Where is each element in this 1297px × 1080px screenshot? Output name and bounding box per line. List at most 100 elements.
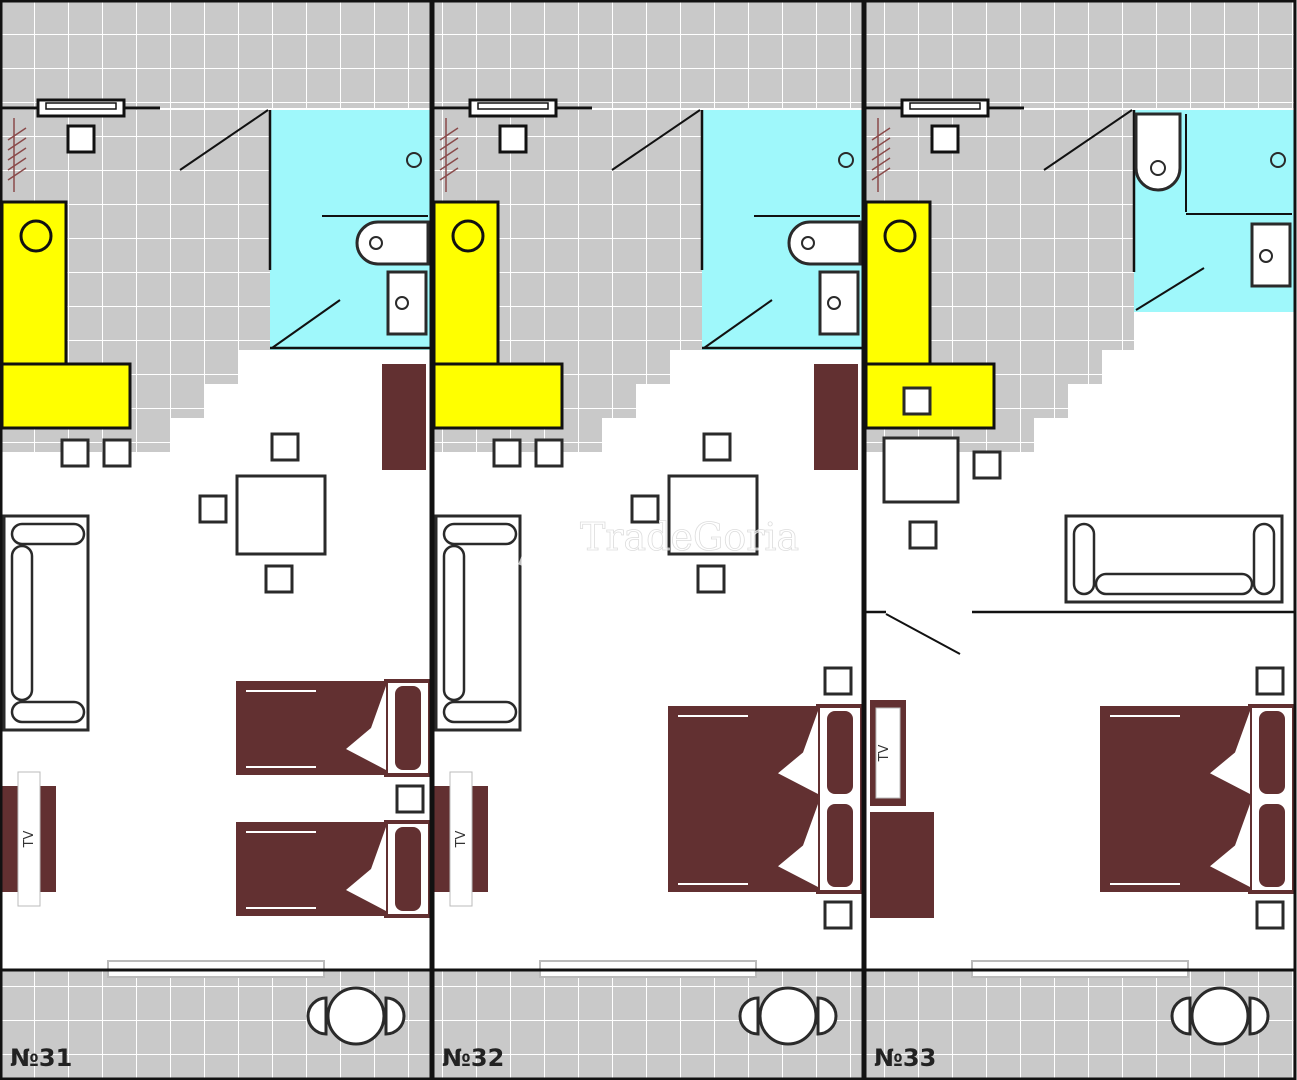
balcony-chair bbox=[306, 996, 328, 1036]
coat-hook bbox=[7, 147, 27, 161]
stool bbox=[823, 666, 853, 696]
toilet-bowl bbox=[801, 236, 815, 250]
stool bbox=[198, 494, 228, 524]
stool bbox=[902, 386, 932, 416]
stool bbox=[1255, 666, 1285, 696]
balcony-chair bbox=[1170, 996, 1192, 1036]
bed-sheet-fold bbox=[346, 827, 386, 911]
coat-hook bbox=[871, 167, 891, 181]
room-outline bbox=[0, 0, 433, 1080]
watermark-text: TradeGoria bbox=[580, 515, 799, 559]
balcony-table bbox=[326, 986, 386, 1046]
pillow bbox=[395, 827, 421, 911]
coat-hook bbox=[439, 167, 459, 181]
sofa-backrest bbox=[442, 544, 466, 702]
stool bbox=[702, 432, 732, 462]
corridor-floor bbox=[434, 2, 862, 108]
sofa-armrest bbox=[442, 700, 518, 724]
bathroom-door-swing bbox=[1135, 267, 1205, 311]
balcony-chair bbox=[384, 996, 406, 1036]
coat-hook bbox=[871, 127, 891, 141]
room-number-label: №32 bbox=[442, 1044, 504, 1072]
stool bbox=[1255, 900, 1285, 930]
stool bbox=[972, 450, 1002, 480]
sofa-armrest bbox=[1252, 522, 1276, 596]
dining-table bbox=[235, 474, 327, 556]
sofa-backrest bbox=[1094, 572, 1254, 596]
dining-table bbox=[667, 474, 759, 556]
balcony-table bbox=[1190, 986, 1250, 1046]
stool bbox=[696, 564, 726, 594]
stool bbox=[908, 520, 938, 550]
coat-hook bbox=[871, 137, 891, 151]
pillow bbox=[827, 711, 853, 794]
bathroom-drain-icon bbox=[838, 152, 854, 168]
coat-hook bbox=[439, 137, 459, 151]
luggage-rack bbox=[498, 124, 528, 154]
sofa-armrest bbox=[10, 700, 86, 724]
coat-hook bbox=[439, 127, 459, 141]
toilet-icon bbox=[355, 220, 430, 266]
wardrobe bbox=[382, 364, 426, 470]
kitchen-sink-icon bbox=[883, 219, 917, 253]
room-33: TV №33 bbox=[863, 0, 1297, 1080]
room-31: TV №31 bbox=[0, 0, 433, 1080]
entry-shelf-inner bbox=[909, 102, 981, 110]
washbasin-drain bbox=[827, 296, 841, 310]
coat-hook bbox=[871, 157, 891, 171]
dining-table bbox=[882, 436, 960, 504]
room-number-label: №31 bbox=[10, 1044, 72, 1072]
tv-label: TV bbox=[877, 744, 892, 762]
stool bbox=[492, 438, 522, 468]
sofa-backrest bbox=[10, 544, 34, 702]
bathroom-door-swing bbox=[703, 299, 773, 349]
corridor-floor bbox=[2, 2, 430, 108]
balcony-chair bbox=[1248, 996, 1270, 1036]
wardrobe bbox=[814, 364, 858, 470]
room-outline bbox=[863, 0, 1297, 1080]
coat-hook bbox=[439, 157, 459, 171]
stool bbox=[264, 564, 294, 594]
partition-door-swing bbox=[885, 613, 961, 655]
stool bbox=[395, 784, 425, 814]
coat-hook bbox=[7, 167, 27, 181]
bed-blanket bbox=[236, 681, 386, 775]
balcony-chair bbox=[816, 996, 838, 1036]
watermark-logo-icon bbox=[518, 498, 572, 568]
sofa-armrest bbox=[1072, 522, 1096, 596]
toilet-icon bbox=[787, 220, 862, 266]
bed-sheet-fold bbox=[1210, 711, 1250, 794]
coat-hook bbox=[871, 147, 891, 161]
toilet-bowl bbox=[1150, 160, 1166, 176]
bed-sheet-fold bbox=[778, 711, 818, 794]
room-number-label: №33 bbox=[874, 1044, 936, 1072]
stool bbox=[270, 432, 300, 462]
coat-hook bbox=[439, 147, 459, 161]
luggage-rack bbox=[66, 124, 96, 154]
pillow bbox=[1259, 804, 1285, 887]
sofa-armrest bbox=[442, 522, 518, 546]
bed-sheet-fold bbox=[778, 804, 818, 887]
kitchen-sink-icon bbox=[451, 219, 485, 253]
entry-door-swing bbox=[179, 109, 269, 171]
luggage-rack bbox=[930, 124, 960, 154]
stool bbox=[60, 438, 90, 468]
pillow bbox=[395, 686, 421, 770]
tv-screen bbox=[449, 771, 473, 907]
bed-sheet-fold bbox=[1210, 804, 1250, 887]
bed-sheet-fold bbox=[346, 686, 386, 770]
bathroom-drain-icon bbox=[406, 152, 422, 168]
stool bbox=[534, 438, 564, 468]
bed-blanket bbox=[236, 822, 386, 916]
tv-label: TV bbox=[22, 830, 37, 848]
bathroom-drain-icon bbox=[1270, 152, 1286, 168]
stool bbox=[823, 900, 853, 930]
kitchen-sink-icon bbox=[19, 219, 53, 253]
entry-door-swing bbox=[1043, 109, 1133, 171]
coat-hook bbox=[7, 137, 27, 151]
tv-screen bbox=[17, 771, 41, 907]
pillow bbox=[1259, 711, 1285, 794]
tv-screen bbox=[875, 707, 901, 799]
wardrobe bbox=[870, 812, 934, 918]
